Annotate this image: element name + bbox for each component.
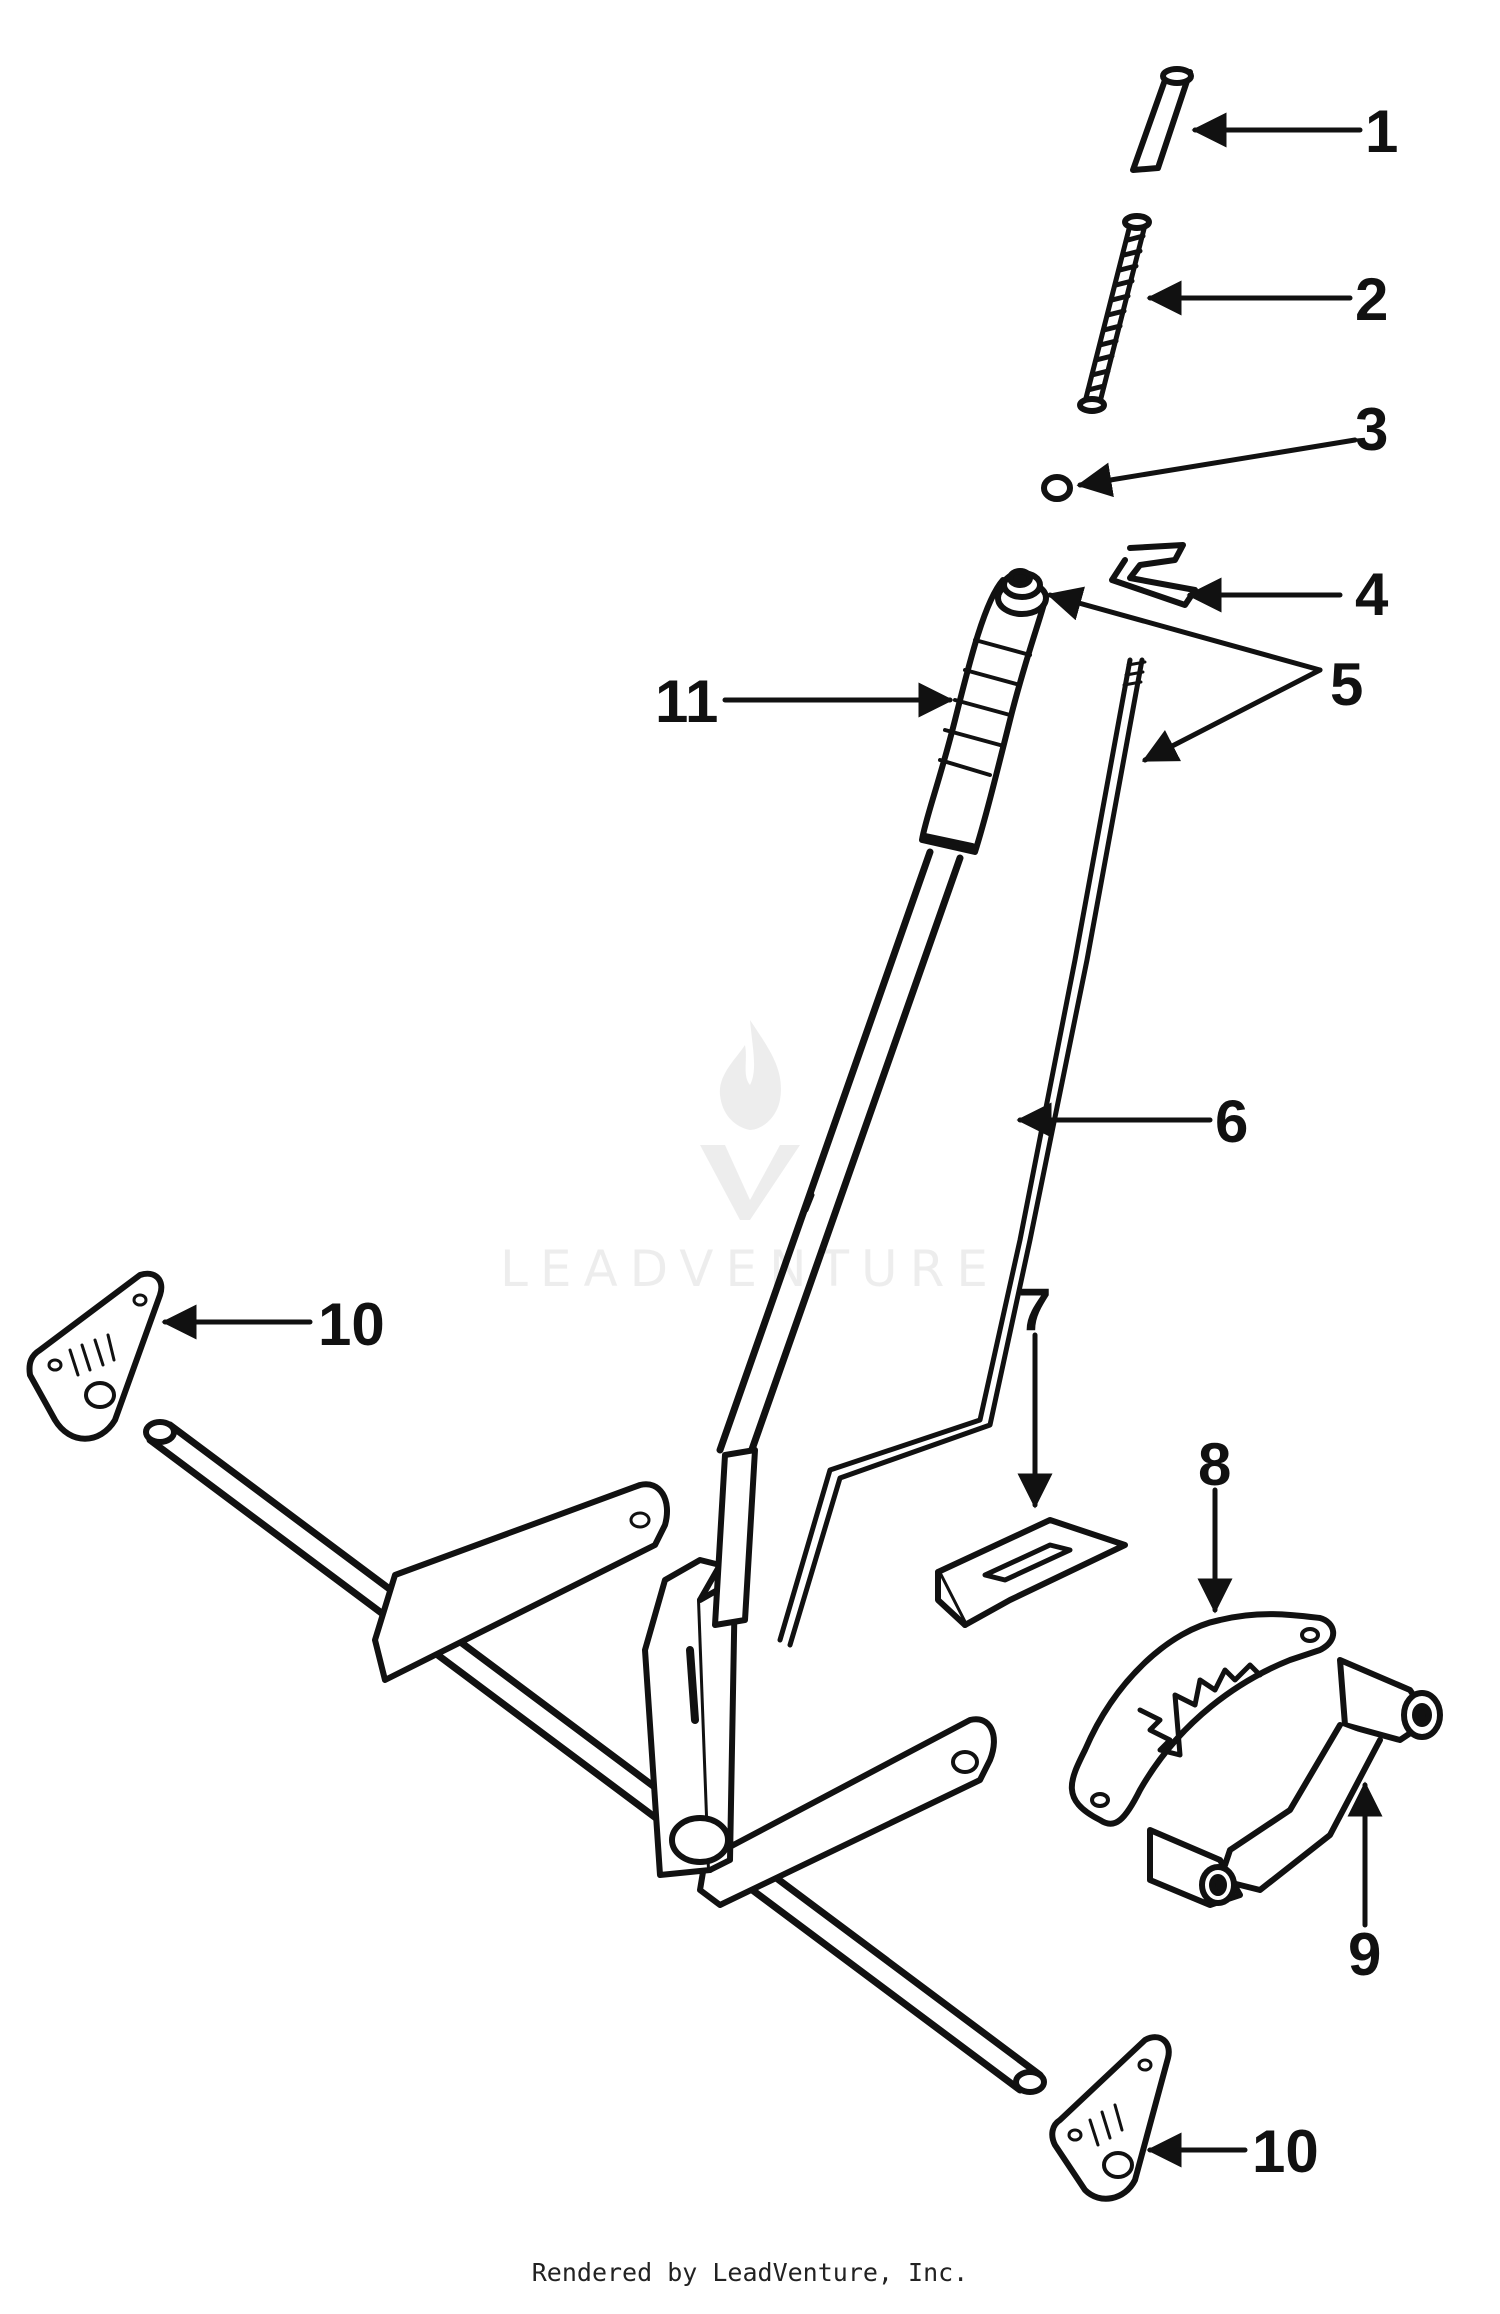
callout-7: 7 [1018, 1276, 1051, 1343]
callout-10-left: 10 [318, 1291, 385, 1358]
callout-5: 5 [1330, 651, 1363, 718]
part-10-right-plate [1049, 2034, 1172, 2202]
cross-shaft [143, 1419, 1047, 2095]
part-1-pin [1130, 66, 1194, 173]
watermark-text: LEADVENTURE [500, 1240, 1000, 1298]
callout-10-right: 10 [1252, 2118, 1319, 2185]
callout-11: 11 [655, 668, 718, 735]
part-8-notched-segment [1068, 1611, 1337, 1827]
callout-8: 8 [1198, 1431, 1231, 1498]
left-arm [372, 1481, 670, 1683]
part-9-bell-crank [1147, 1657, 1443, 1908]
footer-credit: Rendered by LeadVenture, Inc. [531, 2258, 969, 2287]
callout-labels: 1 2 3 4 5 6 7 8 9 10 10 11 [318, 98, 1398, 2185]
leadventure-logo-watermark [700, 1020, 800, 1220]
callout-2: 2 [1355, 266, 1388, 333]
part-2-spring [1077, 213, 1152, 414]
part-10-left-plate [26, 1270, 165, 1442]
callout-6: 6 [1215, 1088, 1248, 1155]
part-4-clip [1109, 542, 1198, 608]
part-6-rod [777, 657, 1147, 1648]
callout-4: 4 [1355, 561, 1389, 628]
right-arm-hole [951, 1750, 979, 1774]
lever-bracket [642, 1447, 758, 1878]
leader-lines [161, 112, 1383, 2168]
part-11-handle-grip [919, 577, 1048, 855]
right-arm [697, 1716, 997, 1908]
part-3-ball [1041, 474, 1073, 502]
part-7-bracket [935, 1517, 1128, 1628]
part-5-knob [995, 568, 1049, 617]
callout-9: 9 [1348, 1921, 1381, 1988]
shaft-hub [669, 1815, 731, 1865]
lever-tube [716, 848, 964, 1459]
callout-1: 1 [1365, 98, 1398, 165]
left-arm-hole [629, 1511, 651, 1529]
callout-3: 3 [1355, 396, 1388, 463]
